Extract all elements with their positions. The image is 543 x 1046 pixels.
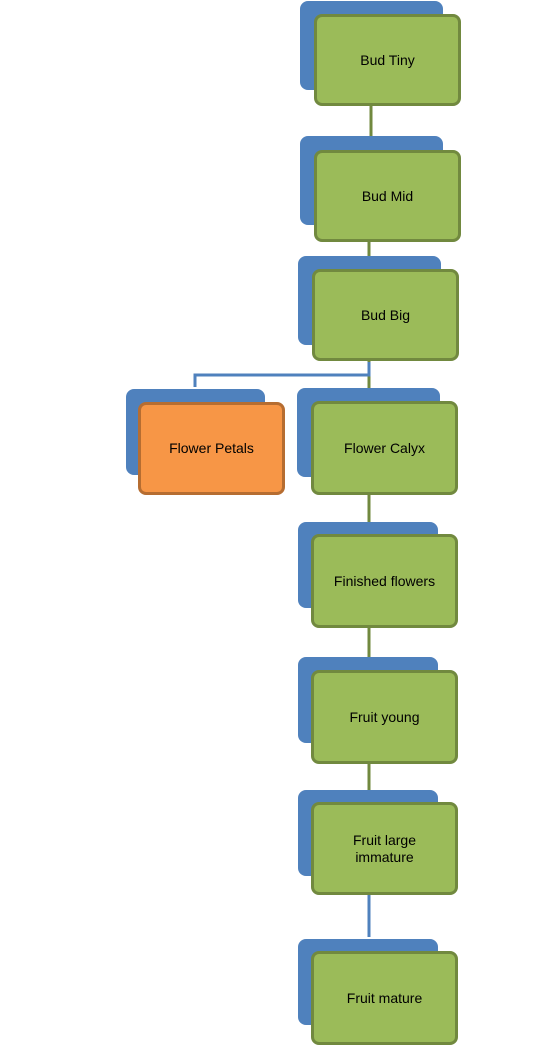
- node-flower-petals[interactable]: Flower Petals: [138, 402, 285, 495]
- node-bud-big[interactable]: Bud Big: [312, 269, 459, 361]
- node-bud-tiny[interactable]: Bud Tiny: [314, 14, 461, 106]
- node-label: Finished flowers: [333, 572, 436, 589]
- node-label: Flower Petals: [169, 440, 254, 456]
- node-finished-flowers[interactable]: Finished flowers: [311, 534, 458, 628]
- node-label: Bud Big: [360, 306, 411, 323]
- node-flower-calyx[interactable]: Flower Calyx: [311, 401, 458, 495]
- node-label: Fruit mature: [346, 989, 423, 1006]
- node-label: Bud Tiny: [360, 51, 415, 68]
- node-label: Fruit young: [349, 708, 420, 725]
- edge-bud-big-flower-petals: [193, 362, 371, 387]
- node-label: Fruit large immature: [352, 831, 417, 865]
- node-label: Bud Mid: [361, 187, 414, 204]
- node-fruit-mature[interactable]: Fruit mature: [311, 951, 458, 1045]
- node-fruit-large-immature[interactable]: Fruit large immature: [311, 802, 458, 895]
- node-fruit-young[interactable]: Fruit young: [311, 670, 458, 764]
- node-label: Flower Calyx: [344, 439, 425, 456]
- node-bud-mid[interactable]: Bud Mid: [314, 150, 461, 242]
